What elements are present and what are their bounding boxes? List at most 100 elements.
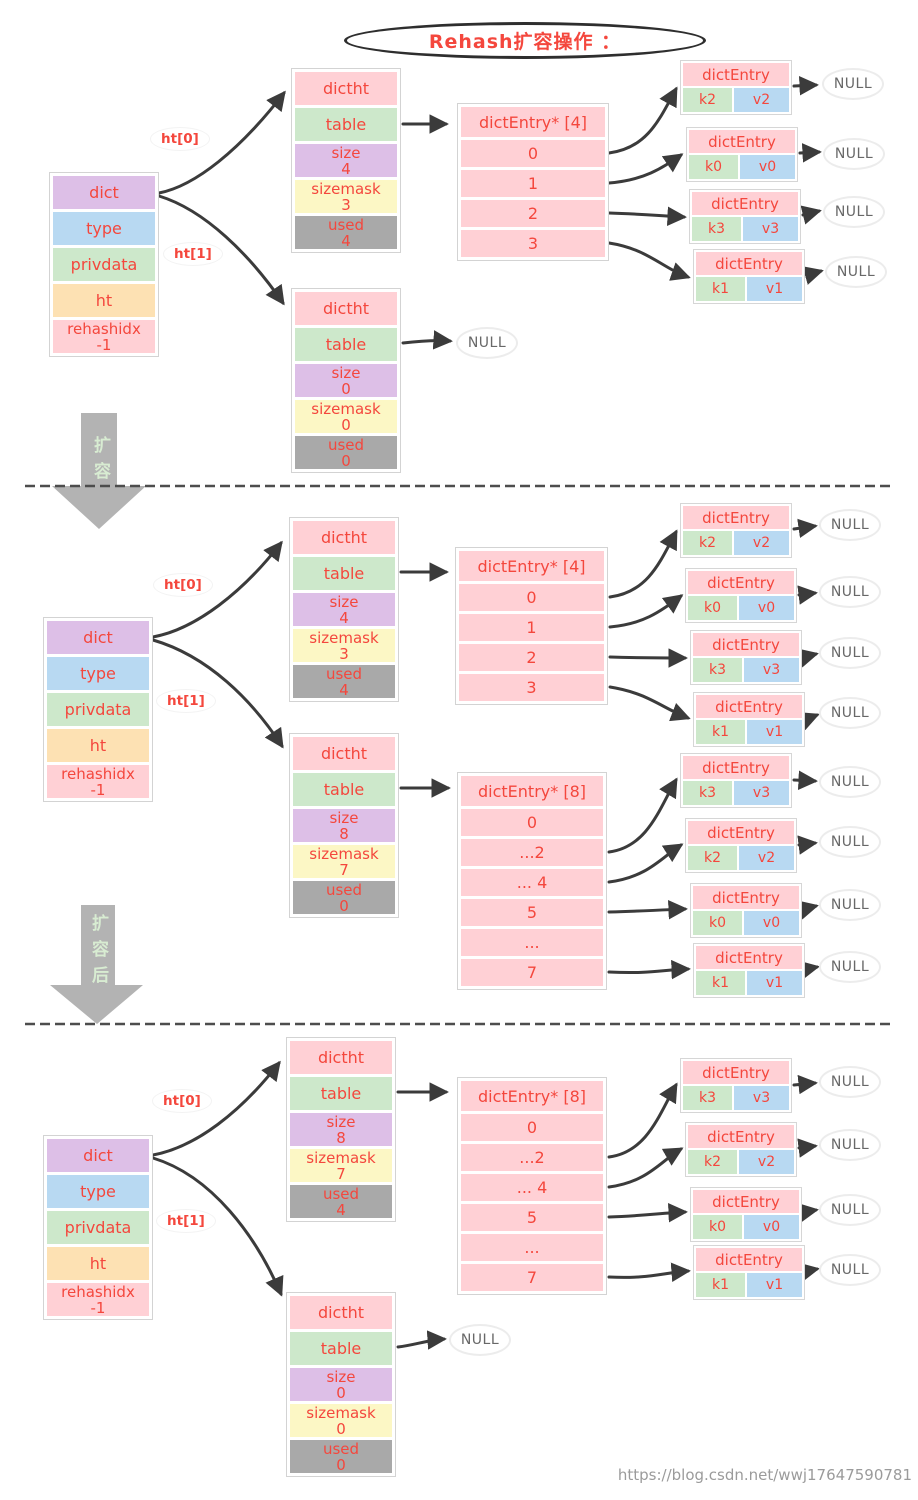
row-label: table bbox=[320, 1084, 362, 1103]
row-dictht: dictht bbox=[290, 1041, 392, 1074]
null-node: NULL bbox=[819, 697, 881, 729]
row-value: 0 bbox=[336, 1383, 346, 1402]
dictentry-title: dictEntry bbox=[696, 1248, 802, 1271]
bucket-slot: 3 bbox=[459, 674, 604, 701]
connector-arrow bbox=[608, 529, 678, 599]
bucket-array-header: dictEntry* [8] bbox=[461, 1081, 603, 1111]
bucket-slot: 2 bbox=[459, 644, 604, 671]
row-dictht: dictht bbox=[293, 737, 395, 770]
key-cell: k3 bbox=[693, 658, 743, 682]
row-dictht: dictht bbox=[295, 72, 397, 105]
row-label: used bbox=[325, 880, 363, 899]
row-label: size bbox=[331, 143, 361, 162]
null-node: NULL bbox=[819, 1194, 881, 1226]
row-value: -1 bbox=[90, 1298, 106, 1317]
expand-arrow-shape bbox=[50, 905, 143, 1024]
connector-arrow bbox=[607, 899, 688, 920]
row-label: dict bbox=[89, 183, 119, 202]
key-cell: k3 bbox=[683, 781, 733, 805]
null-node: NULL bbox=[825, 256, 887, 288]
connector-arrow bbox=[608, 685, 691, 722]
row-label: dictht bbox=[320, 528, 368, 547]
key-cell: k1 bbox=[696, 277, 746, 301]
connector-arrow bbox=[151, 1060, 281, 1157]
row-dict: dict bbox=[47, 621, 149, 654]
row-value: 4 bbox=[339, 680, 349, 699]
key-cell: k0 bbox=[689, 155, 739, 179]
key-cell: k0 bbox=[688, 596, 738, 620]
dictentry-title: dictEntry bbox=[689, 130, 795, 153]
bucket-slot: 1 bbox=[459, 614, 604, 641]
connector-arrow bbox=[157, 194, 285, 306]
connector-arrow bbox=[151, 1156, 284, 1297]
row-type: type bbox=[53, 212, 155, 245]
dictentry-title: dictEntry bbox=[693, 886, 799, 909]
null-node: NULL bbox=[822, 68, 884, 100]
key-cell: k2 bbox=[683, 531, 733, 555]
connector-arrow bbox=[607, 1147, 684, 1189]
row-label: table bbox=[325, 335, 367, 354]
key-cell: k0 bbox=[693, 1215, 743, 1239]
value-cell: v2 bbox=[739, 846, 794, 870]
row-value: 4 bbox=[341, 159, 351, 178]
connector-arrow bbox=[792, 76, 819, 96]
value-cell: v1 bbox=[747, 1273, 802, 1297]
value-cell: v2 bbox=[734, 531, 789, 555]
null-node: NULL bbox=[449, 1324, 511, 1356]
row-table: table bbox=[290, 1332, 392, 1365]
null-node: NULL bbox=[819, 509, 881, 541]
dictentry-title: dictEntry bbox=[692, 192, 798, 215]
value-cell: v3 bbox=[744, 658, 799, 682]
row-ht: ht bbox=[53, 284, 155, 317]
row-label: used bbox=[322, 1439, 360, 1458]
bucket-array-header: dictEntry* [8] bbox=[461, 776, 603, 806]
row-label: rehashidx bbox=[61, 1282, 135, 1301]
row-table: table bbox=[290, 1077, 392, 1110]
row-value: 3 bbox=[341, 195, 351, 214]
row-label: used bbox=[325, 664, 363, 683]
null-node: NULL bbox=[819, 1254, 881, 1286]
row-label: used bbox=[327, 435, 365, 454]
dictentry-title: dictEntry bbox=[683, 63, 789, 86]
row-label: ht bbox=[95, 291, 113, 310]
diagram-title: Rehash扩容操作 ： bbox=[428, 31, 622, 53]
connector-arrow bbox=[797, 648, 819, 668]
ht-pointer-label: ht[1] bbox=[156, 1209, 216, 1233]
row-label: privdata bbox=[64, 1218, 132, 1237]
expand-arrow-label: 扩容 bbox=[90, 436, 110, 488]
value-cell: v1 bbox=[747, 277, 802, 301]
null-node: NULL bbox=[819, 576, 881, 608]
row-label: sizemask bbox=[311, 399, 381, 418]
value-cell: v2 bbox=[734, 88, 789, 112]
row-label: sizemask bbox=[309, 628, 379, 647]
row-label: privdata bbox=[70, 255, 138, 274]
connector-arrow bbox=[607, 843, 684, 884]
bucket-slot: ...2 bbox=[461, 1144, 603, 1171]
row-value: 0 bbox=[341, 451, 351, 470]
